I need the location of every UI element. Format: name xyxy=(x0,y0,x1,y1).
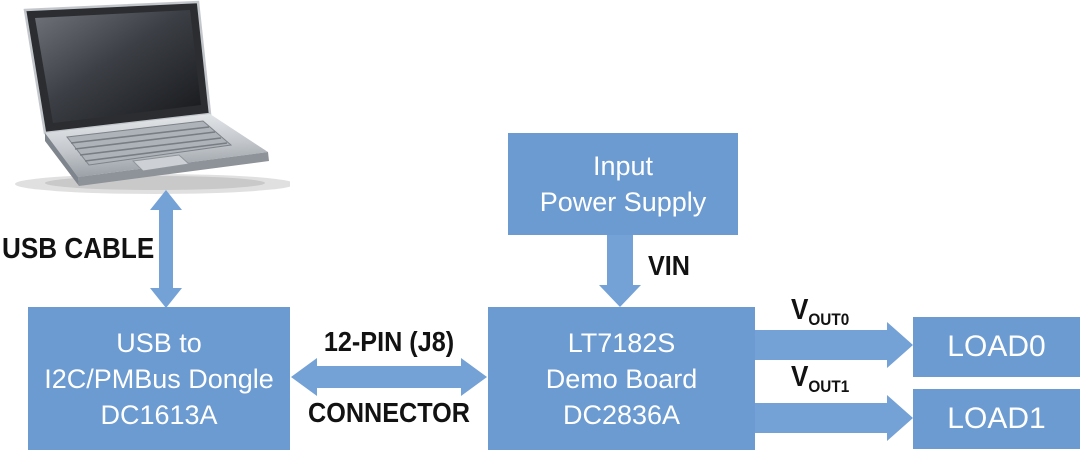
dongle-box-line3: DC1613A xyxy=(100,399,218,430)
dongle-box-line1: USB to xyxy=(116,327,202,358)
load0-box-label: LOAD0 xyxy=(947,330,1046,363)
connector-label-line2: CONNECTOR xyxy=(308,397,470,428)
vout1-label-sub: OUT1 xyxy=(808,377,850,396)
power-supply-box-line1: Input xyxy=(592,151,654,181)
usb-cable-arrow-icon xyxy=(150,190,182,308)
vout1-arrow-icon xyxy=(755,395,913,441)
connector-arrow-icon xyxy=(291,358,487,396)
vin-label: VIN xyxy=(648,250,691,281)
vin-arrow-icon xyxy=(599,235,641,307)
dongle-box: USB to I2C/PMBus Dongle DC1613A xyxy=(28,307,290,450)
power-supply-box: Input Power Supply xyxy=(508,133,738,235)
load0-box: LOAD0 xyxy=(913,317,1080,377)
vout0-label-base: V xyxy=(791,294,809,326)
connector-label-line1: 12-PIN (J8) xyxy=(323,326,455,357)
vout0-label-sub: OUT0 xyxy=(808,310,850,329)
demo-board-box-line2: Demo Board xyxy=(545,363,698,394)
usb-cable-label: USB CABLE xyxy=(2,233,155,265)
vout1-label-base: V xyxy=(791,361,809,393)
vout0-arrow-icon xyxy=(755,322,913,368)
dongle-box-line2: I2C/PMBus Dongle xyxy=(44,363,274,394)
load1-box-label: LOAD1 xyxy=(947,402,1046,435)
load1-box: LOAD1 xyxy=(913,389,1080,449)
demo-board-box-line3: DC2836A xyxy=(562,399,681,430)
vout0-label: VOUT0 xyxy=(791,294,850,329)
demo-board-box: LT7182S Demo Board DC2836A xyxy=(488,307,755,450)
demo-board-box-line1: LT7182S xyxy=(567,327,676,358)
laptop-icon xyxy=(15,0,290,194)
vout1-label: VOUT1 xyxy=(791,361,850,396)
power-supply-box-line2: Power Supply xyxy=(539,187,707,217)
